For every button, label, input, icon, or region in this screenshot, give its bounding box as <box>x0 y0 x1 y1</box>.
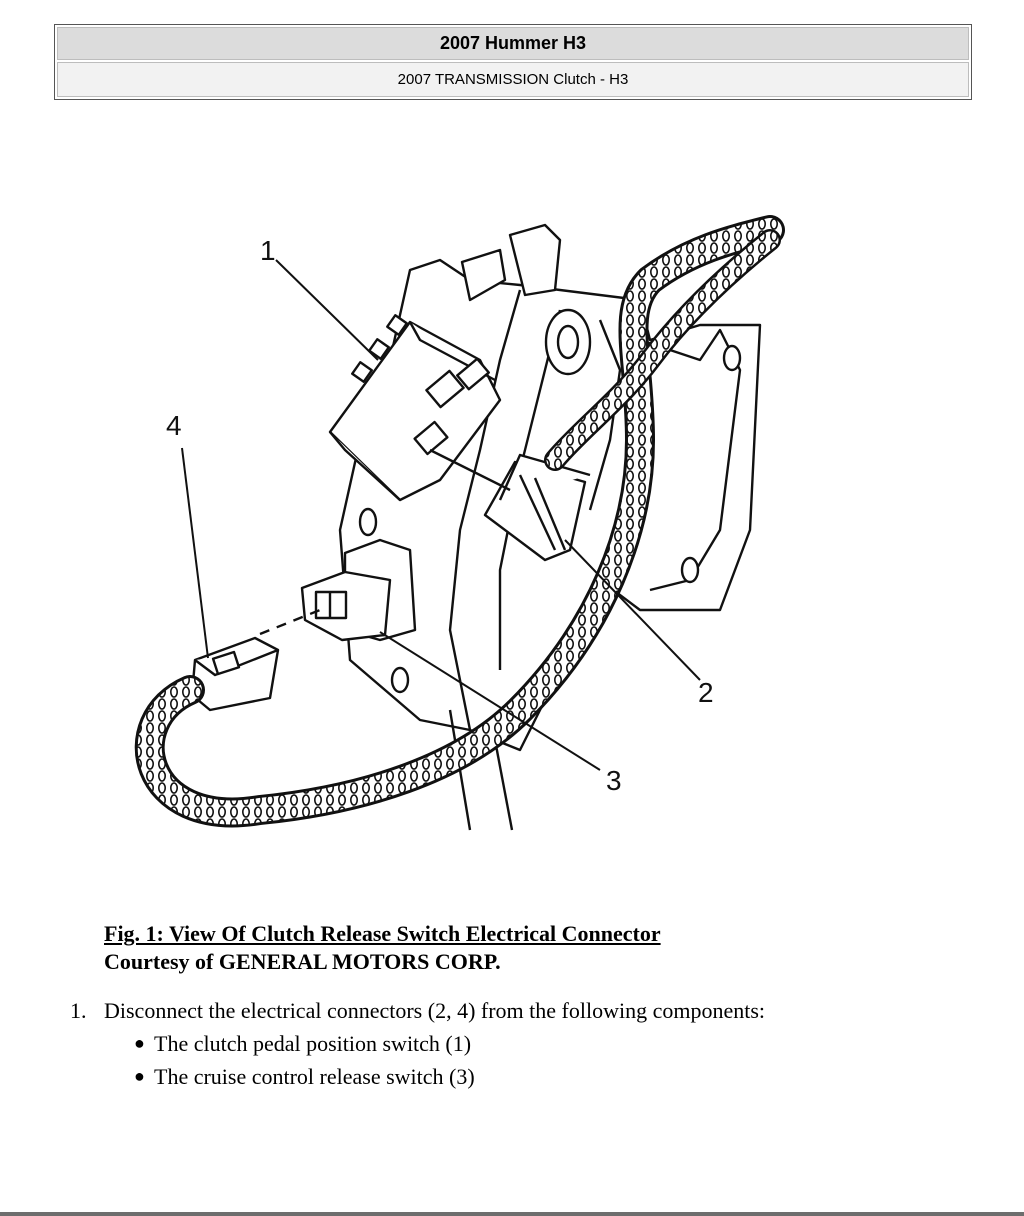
list-item: ● The cruise control release switch (3) <box>134 1060 970 1093</box>
step-text: Disconnect the electrical connectors (2,… <box>104 998 766 1023</box>
list-item-text: The clutch pedal position switch (1) <box>154 1031 472 1056</box>
callout-4: 4 <box>166 410 182 441</box>
figure-caption-credit: Courtesy of GENERAL MOTORS CORP. <box>104 949 501 974</box>
list-item-text: The cruise control release switch (3) <box>154 1064 475 1089</box>
connector-4 <box>190 608 321 712</box>
callout-1: 1 <box>260 235 276 266</box>
wire-harness <box>134 215 785 828</box>
bullet-icon: ● <box>134 1066 145 1086</box>
document-header: 2007 Hummer H3 2007 TRANSMISSION Clutch … <box>54 24 972 100</box>
bullet-icon: ● <box>134 1033 145 1053</box>
clutch-pedal-position-switch <box>328 314 502 502</box>
cruise-control-release-switch <box>300 538 417 642</box>
figure-caption-title: Fig. 1: View Of Clutch Release Switch El… <box>104 921 661 946</box>
step-bullet-list: ● The clutch pedal position switch (1) ●… <box>70 1027 970 1093</box>
callout-leaders <box>181 259 701 771</box>
document-subtitle: 2007 TRANSMISSION Clutch - H3 <box>57 62 969 97</box>
figure-illustration: 1 2 3 4 <box>0 110 1024 920</box>
step-number: 1. <box>70 998 87 1023</box>
callout-2: 2 <box>698 677 714 708</box>
connector-2 <box>429 448 591 562</box>
figure-caption: Fig. 1: View Of Clutch Release Switch El… <box>104 920 661 976</box>
list-item: ● The clutch pedal position switch (1) <box>134 1027 970 1060</box>
procedure-steps: 1. Disconnect the electrical connectors … <box>70 994 970 1093</box>
document-title: 2007 Hummer H3 <box>57 27 969 60</box>
procedure-step: 1. Disconnect the electrical connectors … <box>70 994 970 1027</box>
page-bottom-divider <box>0 1212 1024 1216</box>
callout-3: 3 <box>606 765 622 796</box>
